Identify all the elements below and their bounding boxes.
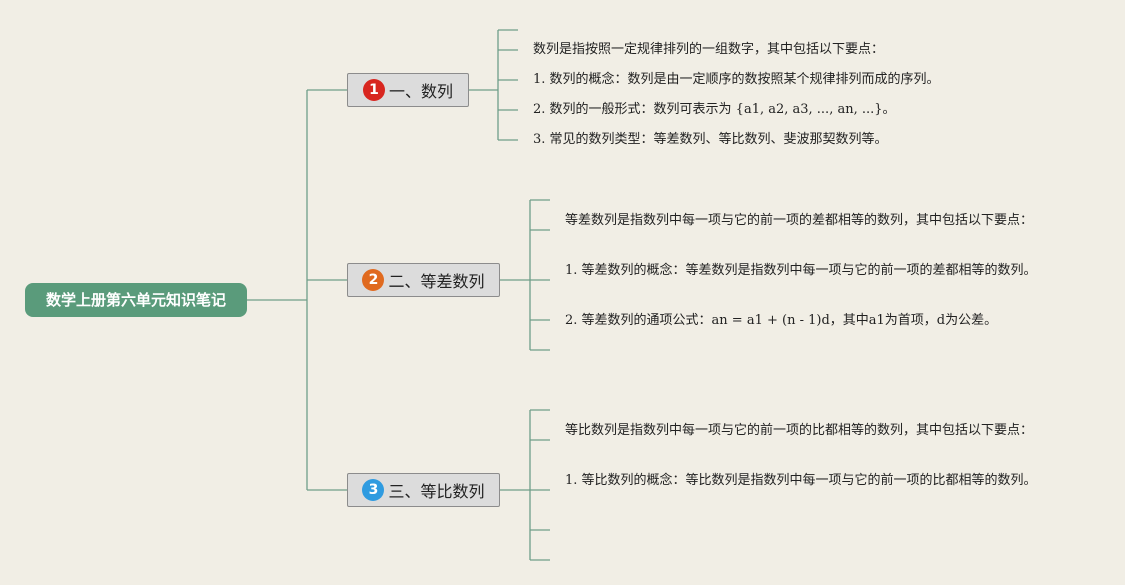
note-text: 等差数列是指数列中每一项与它的前一项的差都相等的数列，其中包括以下要点： <box>565 213 1034 228</box>
branch-geometric-sequence[interactable]: 3 三、等比数列 <box>347 473 500 507</box>
note-text: 1. 等差数列的概念：等差数列是指数列中每一项与它的前一项的差都相等的数列。 <box>565 263 1037 278</box>
note-text: 数列是指按照一定规律排列的一组数字，其中包括以下要点： <box>533 42 885 57</box>
number-badge-1: 1 <box>362 79 385 101</box>
branch-sequence[interactable]: 1 一、数列 <box>347 73 469 107</box>
note-text: 1. 等比数列的概念：等比数列是指数列中每一项与它的前一项的比都相等的数列。 <box>565 473 1037 488</box>
note-text: 等比数列是指数列中每一项与它的前一项的比都相等的数列，其中包括以下要点： <box>565 423 1034 438</box>
number-badge-2: 2 <box>362 269 385 291</box>
note-text: 2. 数列的一般形式：数列可表示为 {a1, a2, a3, ..., an, … <box>533 102 896 117</box>
branch-arithmetic-sequence[interactable]: 2 二、等差数列 <box>347 263 500 297</box>
note-text: 1. 数列的概念：数列是由一定顺序的数按照某个规律排列而成的序列。 <box>533 72 940 87</box>
number-badge-3: 3 <box>362 479 385 501</box>
root-topic[interactable]: 数学上册第六单元知识笔记 <box>25 283 247 317</box>
note-text: 3. 常见的数列类型：等差数列、等比数列、斐波那契数列等。 <box>533 132 888 147</box>
branch-label: 一、数列 <box>388 82 453 101</box>
note-text: 2. 等差数列的通项公式：an = a1 + (n - 1)d，其中a1为首项，… <box>565 313 998 328</box>
branch-label: 三、等比数列 <box>388 482 485 501</box>
branch-label: 二、等差数列 <box>388 272 485 291</box>
